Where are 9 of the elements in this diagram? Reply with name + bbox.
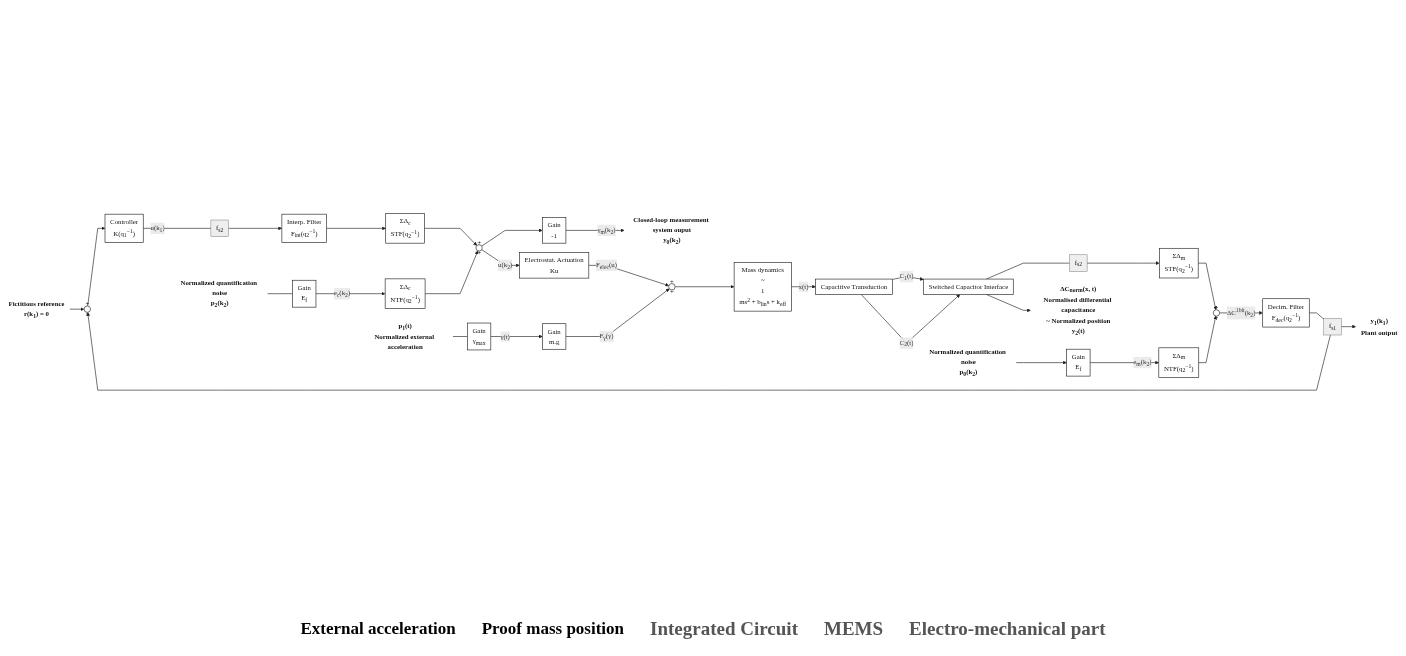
region-label: Integrated Circuit <box>650 618 798 640</box>
region-label: MEMS <box>824 618 884 640</box>
connector <box>452 336 468 337</box>
region-label: Electro-mechanical part <box>909 618 1106 640</box>
annotation-text: External acceleration <box>300 619 456 639</box>
connector <box>1308 312 1325 320</box>
annotation-text: Proof mass position <box>481 619 625 639</box>
connector <box>985 262 1070 280</box>
connector <box>267 293 293 294</box>
